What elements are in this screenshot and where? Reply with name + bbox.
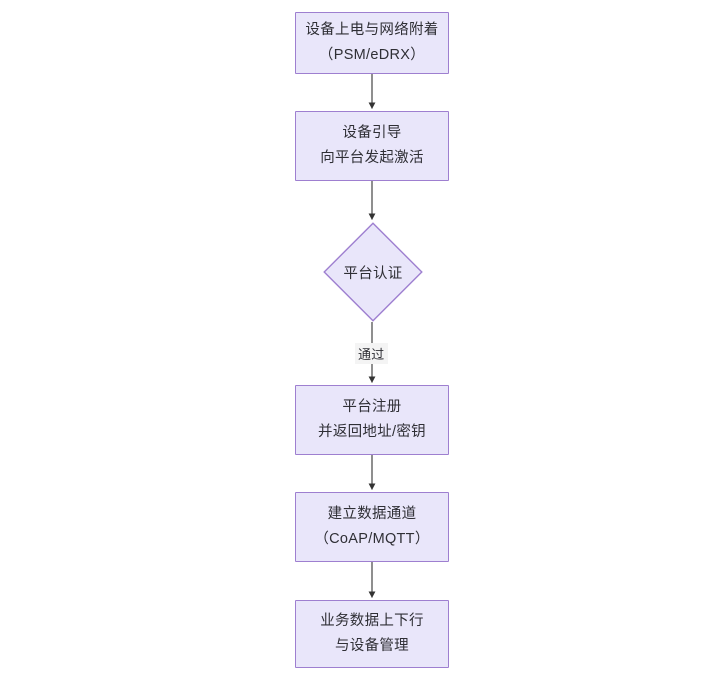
diamond-shape	[323, 222, 423, 322]
node-label: 设备引导 向平台发起激活	[320, 125, 424, 166]
node-device-bootstrap[interactable]: 设备引导 向平台发起激活	[295, 111, 449, 181]
node-label: 平台注册 并返回地址/密钥	[318, 399, 426, 440]
node-label: 建立数据通道 （CoAP/MQTT）	[314, 506, 430, 547]
node-platform-auth-decision[interactable]: 平台认证	[323, 222, 423, 322]
edge-label-pass: 通过	[355, 343, 388, 364]
node-label: 设备上电与网络附着 （PSM/eDRX）	[305, 22, 439, 63]
node-label: 业务数据上下行 与设备管理	[320, 613, 424, 654]
node-platform-register[interactable]: 平台注册 并返回地址/密钥	[295, 385, 449, 455]
node-establish-data-channel[interactable]: 建立数据通道 （CoAP/MQTT）	[295, 492, 449, 562]
node-label: 平台认证	[343, 265, 403, 282]
node-business-data-and-device-management[interactable]: 业务数据上下行 与设备管理	[295, 600, 449, 668]
node-device-power-on[interactable]: 设备上电与网络附着 （PSM/eDRX）	[295, 12, 449, 74]
